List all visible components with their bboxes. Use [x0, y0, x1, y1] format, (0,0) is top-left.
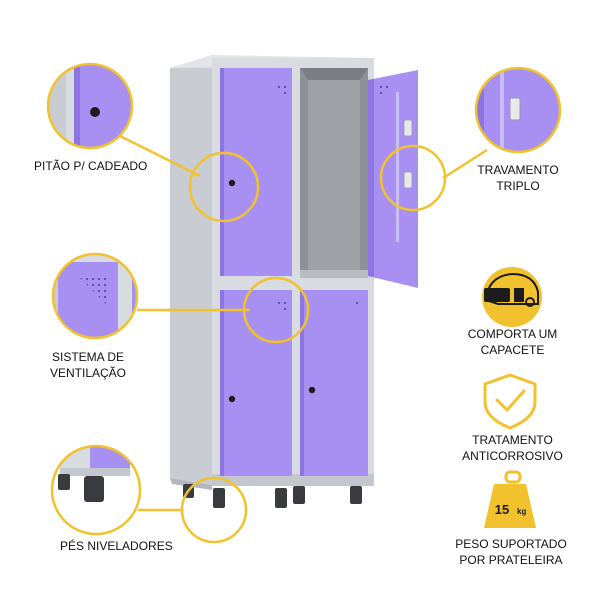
callout-line-padlock — [119, 134, 201, 178]
label-weight: PESO SUPORTADO POR PRATELEIRA — [455, 537, 567, 567]
vent-holes-upper-left — [272, 82, 286, 96]
label-anticorrosion: TRATAMENTO ANTICORROSIVO — [462, 433, 563, 463]
label-helmet: COMPORTA UM CAPACETE — [467, 327, 558, 357]
padlock-latch-lower-left — [228, 395, 236, 403]
zoom-circle-padlock — [46, 62, 134, 150]
padlock-latch-upper-left — [228, 179, 236, 187]
foot — [293, 486, 305, 504]
helmet-icon — [482, 267, 542, 327]
label-padlock: PITÃO P/ CADEADO — [34, 159, 148, 173]
highlight-circle-lock — [379, 144, 447, 212]
label-ventilation: SISTEMA DE VENTILAÇÃO — [49, 350, 127, 380]
door-lower-right — [300, 290, 368, 476]
foot — [213, 488, 225, 508]
foot — [275, 488, 287, 508]
callout-line-lock — [442, 148, 488, 180]
zoom-circle-feet — [50, 444, 142, 536]
zoom-circle-ventilation — [51, 252, 139, 340]
weight-icon: 15 kg — [484, 470, 536, 528]
padlock-latch-lower-right — [308, 386, 316, 394]
label-feet: PÉS NIVELADORES — [60, 539, 173, 553]
triple-lock-rod — [396, 92, 399, 242]
label-triple-lock: TRAVAMENTO TRIPLO — [477, 163, 559, 193]
cabinet-base — [212, 474, 374, 486]
vent-holes-lower-left — [272, 300, 286, 314]
vent-holes-lower-right — [348, 298, 362, 312]
highlight-circle-vent — [242, 276, 310, 344]
zoom-circle-lock — [474, 66, 562, 154]
shelf — [300, 270, 368, 278]
callouts — [119, 134, 488, 544]
cabinet-side-panel — [170, 55, 212, 485]
weight-unit: kg — [517, 507, 526, 516]
weight-value: 15 — [495, 502, 509, 517]
highlight-circle-padlock — [188, 151, 260, 223]
door-lower-left — [220, 290, 292, 476]
foot — [350, 486, 362, 504]
door-upper-left — [220, 68, 292, 276]
highlight-circle-feet — [180, 476, 248, 544]
shield-check-icon — [483, 373, 537, 430]
lock-mechanism — [403, 119, 413, 137]
locker-cabinet — [170, 55, 418, 508]
